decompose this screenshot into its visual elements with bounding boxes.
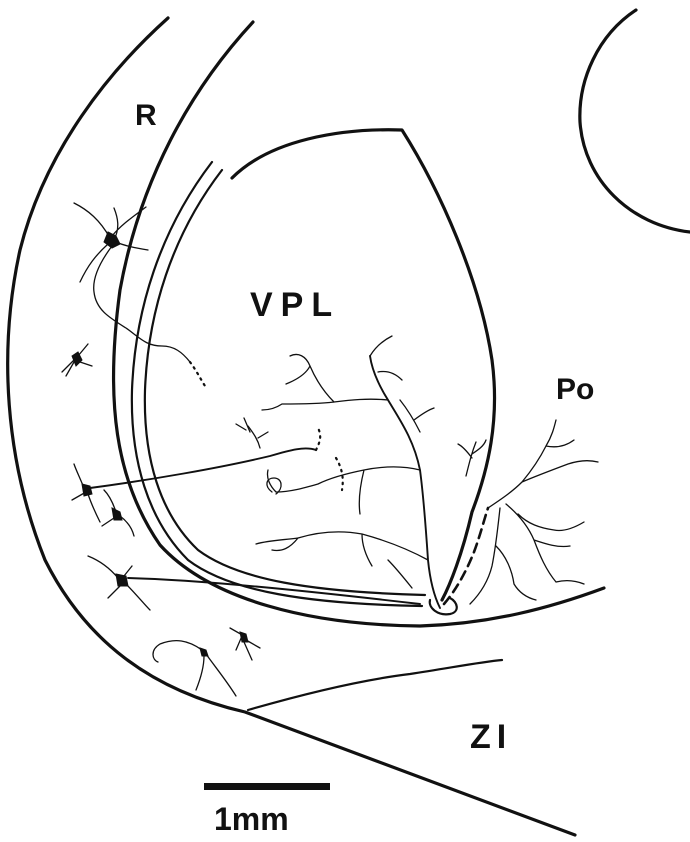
reticular-outer-boundary — [8, 18, 575, 835]
label-posterior-complex: Po — [556, 373, 594, 406]
neuron-3 — [72, 464, 100, 522]
neuron-1-axon — [94, 246, 190, 362]
reticular-inner-boundary — [113, 22, 604, 626]
projection-axons — [90, 428, 420, 604]
scale-bar — [204, 783, 330, 790]
vpl-boundary — [232, 130, 495, 600]
branch-upper-left — [262, 354, 388, 410]
branch-lower-left — [248, 426, 428, 566]
branch-dotted-segment — [336, 458, 343, 490]
vpl-arborization — [236, 336, 488, 614]
neuron-4 — [102, 490, 134, 536]
neuron-2 — [62, 344, 92, 376]
axon-from-neuron-5 — [128, 578, 420, 604]
label-zona-incerta: ZI — [470, 718, 512, 756]
scale-bar-label: 1mm — [214, 801, 289, 837]
neuron-6-dendrites — [230, 628, 260, 660]
neuron-6 — [230, 628, 260, 660]
branch-central — [267, 467, 420, 514]
po-branch-lower — [506, 504, 584, 584]
zona-incerta-boundary — [248, 660, 502, 710]
neuron-5 — [88, 556, 150, 610]
po-branch-drop — [470, 508, 536, 604]
neuron-1-axon-dotted — [190, 362, 205, 386]
label-vpl: VPL — [250, 286, 340, 324]
axon-neuron-3-dotted-end — [316, 428, 320, 450]
main-afferent-trunk — [370, 356, 440, 608]
neuron-7-dendrites — [153, 641, 236, 696]
scale-bar-group: 1mm — [204, 783, 330, 837]
neuron-7 — [153, 641, 236, 696]
label-reticular-nucleus: R — [135, 99, 157, 132]
reticular-neurons — [62, 203, 260, 696]
branch-tuft-upper-right — [458, 440, 486, 476]
lamina-inner-line — [145, 170, 425, 595]
region-outlines — [8, 10, 690, 835]
po-branch-main — [488, 420, 598, 508]
adjacent-structure-arc — [580, 10, 690, 232]
branch-small-tufts — [236, 418, 412, 588]
